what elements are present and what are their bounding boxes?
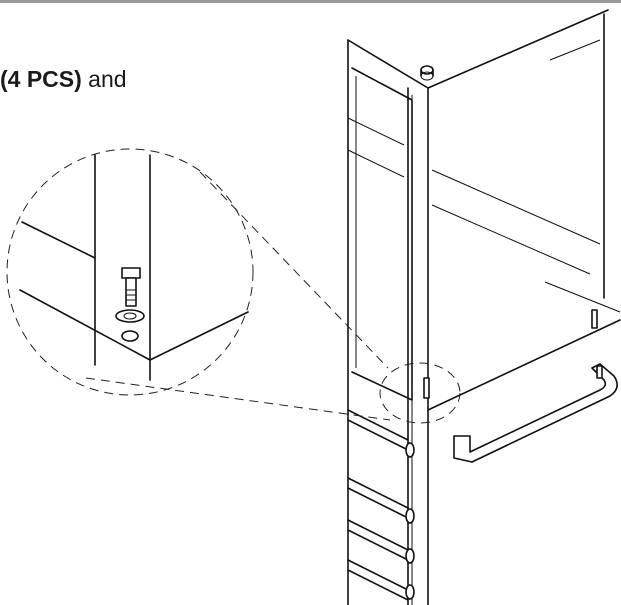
detail-callout [6, 148, 461, 424]
handle [453, 363, 618, 463]
cabinet-body [347, 9, 621, 605]
quantity-label: (4 PCS) [0, 66, 82, 92]
drawer-stack [347, 409, 415, 605]
header-rule [0, 0, 621, 3]
instruction-text: (4 PCS) and [0, 66, 127, 93]
top-cap [420, 65, 434, 81]
instruction-continuation: and [81, 66, 127, 92]
